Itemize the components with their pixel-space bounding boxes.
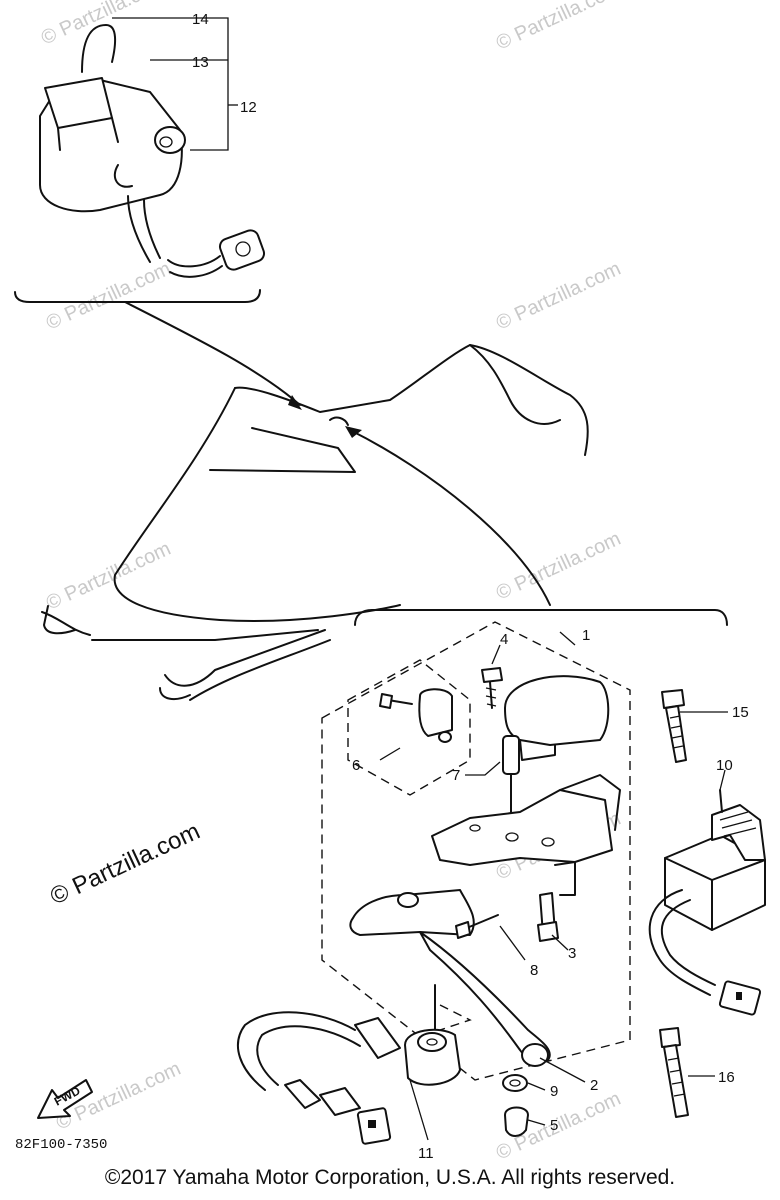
callout-2: 2 (590, 1077, 598, 1094)
switch-housing-assembly (39, 24, 266, 278)
callout-5: 5 (550, 1117, 558, 1134)
callout-10: 10 (716, 757, 733, 774)
callout-16: 16 (718, 1069, 735, 1086)
watermark-4: © Partzilla.com (493, 258, 624, 335)
copyright-footer: ©2017 Yamaha Motor Corporation, U.S.A. A… (104, 1166, 676, 1189)
callout-13: 13 (192, 54, 209, 71)
watermark-6: © Partzilla.com (493, 528, 624, 605)
callout-9: 9 (550, 1083, 558, 1100)
watermark-main: © Partzilla.com (46, 818, 204, 911)
part-code: 82F100-7350 (15, 1137, 107, 1153)
snowmobile-body (41, 344, 589, 701)
callout-14: 14 (192, 11, 209, 28)
control-module (648, 789, 766, 1016)
watermark-3: © Partzilla.com (43, 258, 174, 335)
throttle-assembly (236, 621, 631, 1145)
callout-15: 15 (732, 704, 749, 721)
watermark-2: © Partzilla.com (493, 0, 624, 55)
callout-7: 7 (452, 767, 460, 784)
cable-ties (659, 689, 689, 1118)
callout-4: 4 (500, 631, 508, 648)
callout-8: 8 (530, 962, 538, 979)
watermark-5: © Partzilla.com (43, 538, 174, 615)
callout-12: 12 (240, 99, 257, 116)
callout-6: 6 (352, 757, 360, 774)
callout-11: 11 (418, 1145, 434, 1162)
callout-3: 3 (568, 945, 576, 962)
callout-1: 1 (582, 627, 590, 644)
